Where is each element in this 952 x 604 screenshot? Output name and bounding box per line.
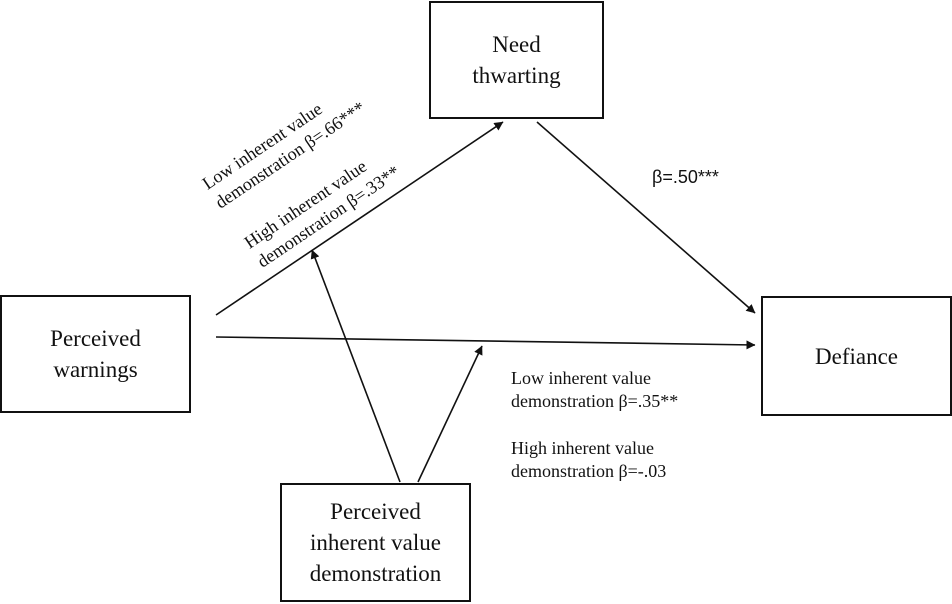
direct-low-line-1: Low inherent value (511, 368, 651, 388)
arrow-warnings-to-defiance (215, 336, 756, 350)
piv-line-1: Perceived (330, 499, 421, 524)
need-thwarting-line-1: Need (492, 32, 541, 57)
direct-high-line-1: High inherent value (511, 438, 654, 458)
need-thwarting-box: Need thwarting (429, 1, 604, 119)
need-to-defiance-beta: β=.50*** (652, 167, 719, 187)
direct-path-high-label: High inherent value demonstration β=-.03 (511, 437, 666, 483)
perceived-warnings-line-2: warnings (53, 357, 138, 382)
perceived-warnings-line-1: Perceived (50, 326, 141, 351)
perceived-inherent-value-box: Perceived inherent value demonstration (280, 483, 471, 602)
piv-line-2: inherent value (310, 530, 441, 555)
direct-path-low-label: Low inherent value demonstration β=.35** (511, 367, 678, 413)
arrow-moderator-to-direct-path (417, 345, 483, 483)
arrow-warnings-to-need (215, 121, 504, 316)
need-thwarting-line-2: thwarting (472, 63, 561, 88)
defiance-label: Defiance (815, 343, 898, 369)
direct-high-line-2: demonstration β=-.03 (511, 461, 667, 481)
direct-low-line-2: demonstration β=.35** (511, 391, 679, 411)
perceived-warnings-box: Perceived warnings (0, 295, 191, 413)
arrow-moderator-to-path-a (310, 249, 401, 483)
arrow-need-to-defiance (536, 121, 756, 314)
piv-line-3: demonstration (309, 561, 442, 586)
defiance-box: Defiance (761, 296, 952, 416)
